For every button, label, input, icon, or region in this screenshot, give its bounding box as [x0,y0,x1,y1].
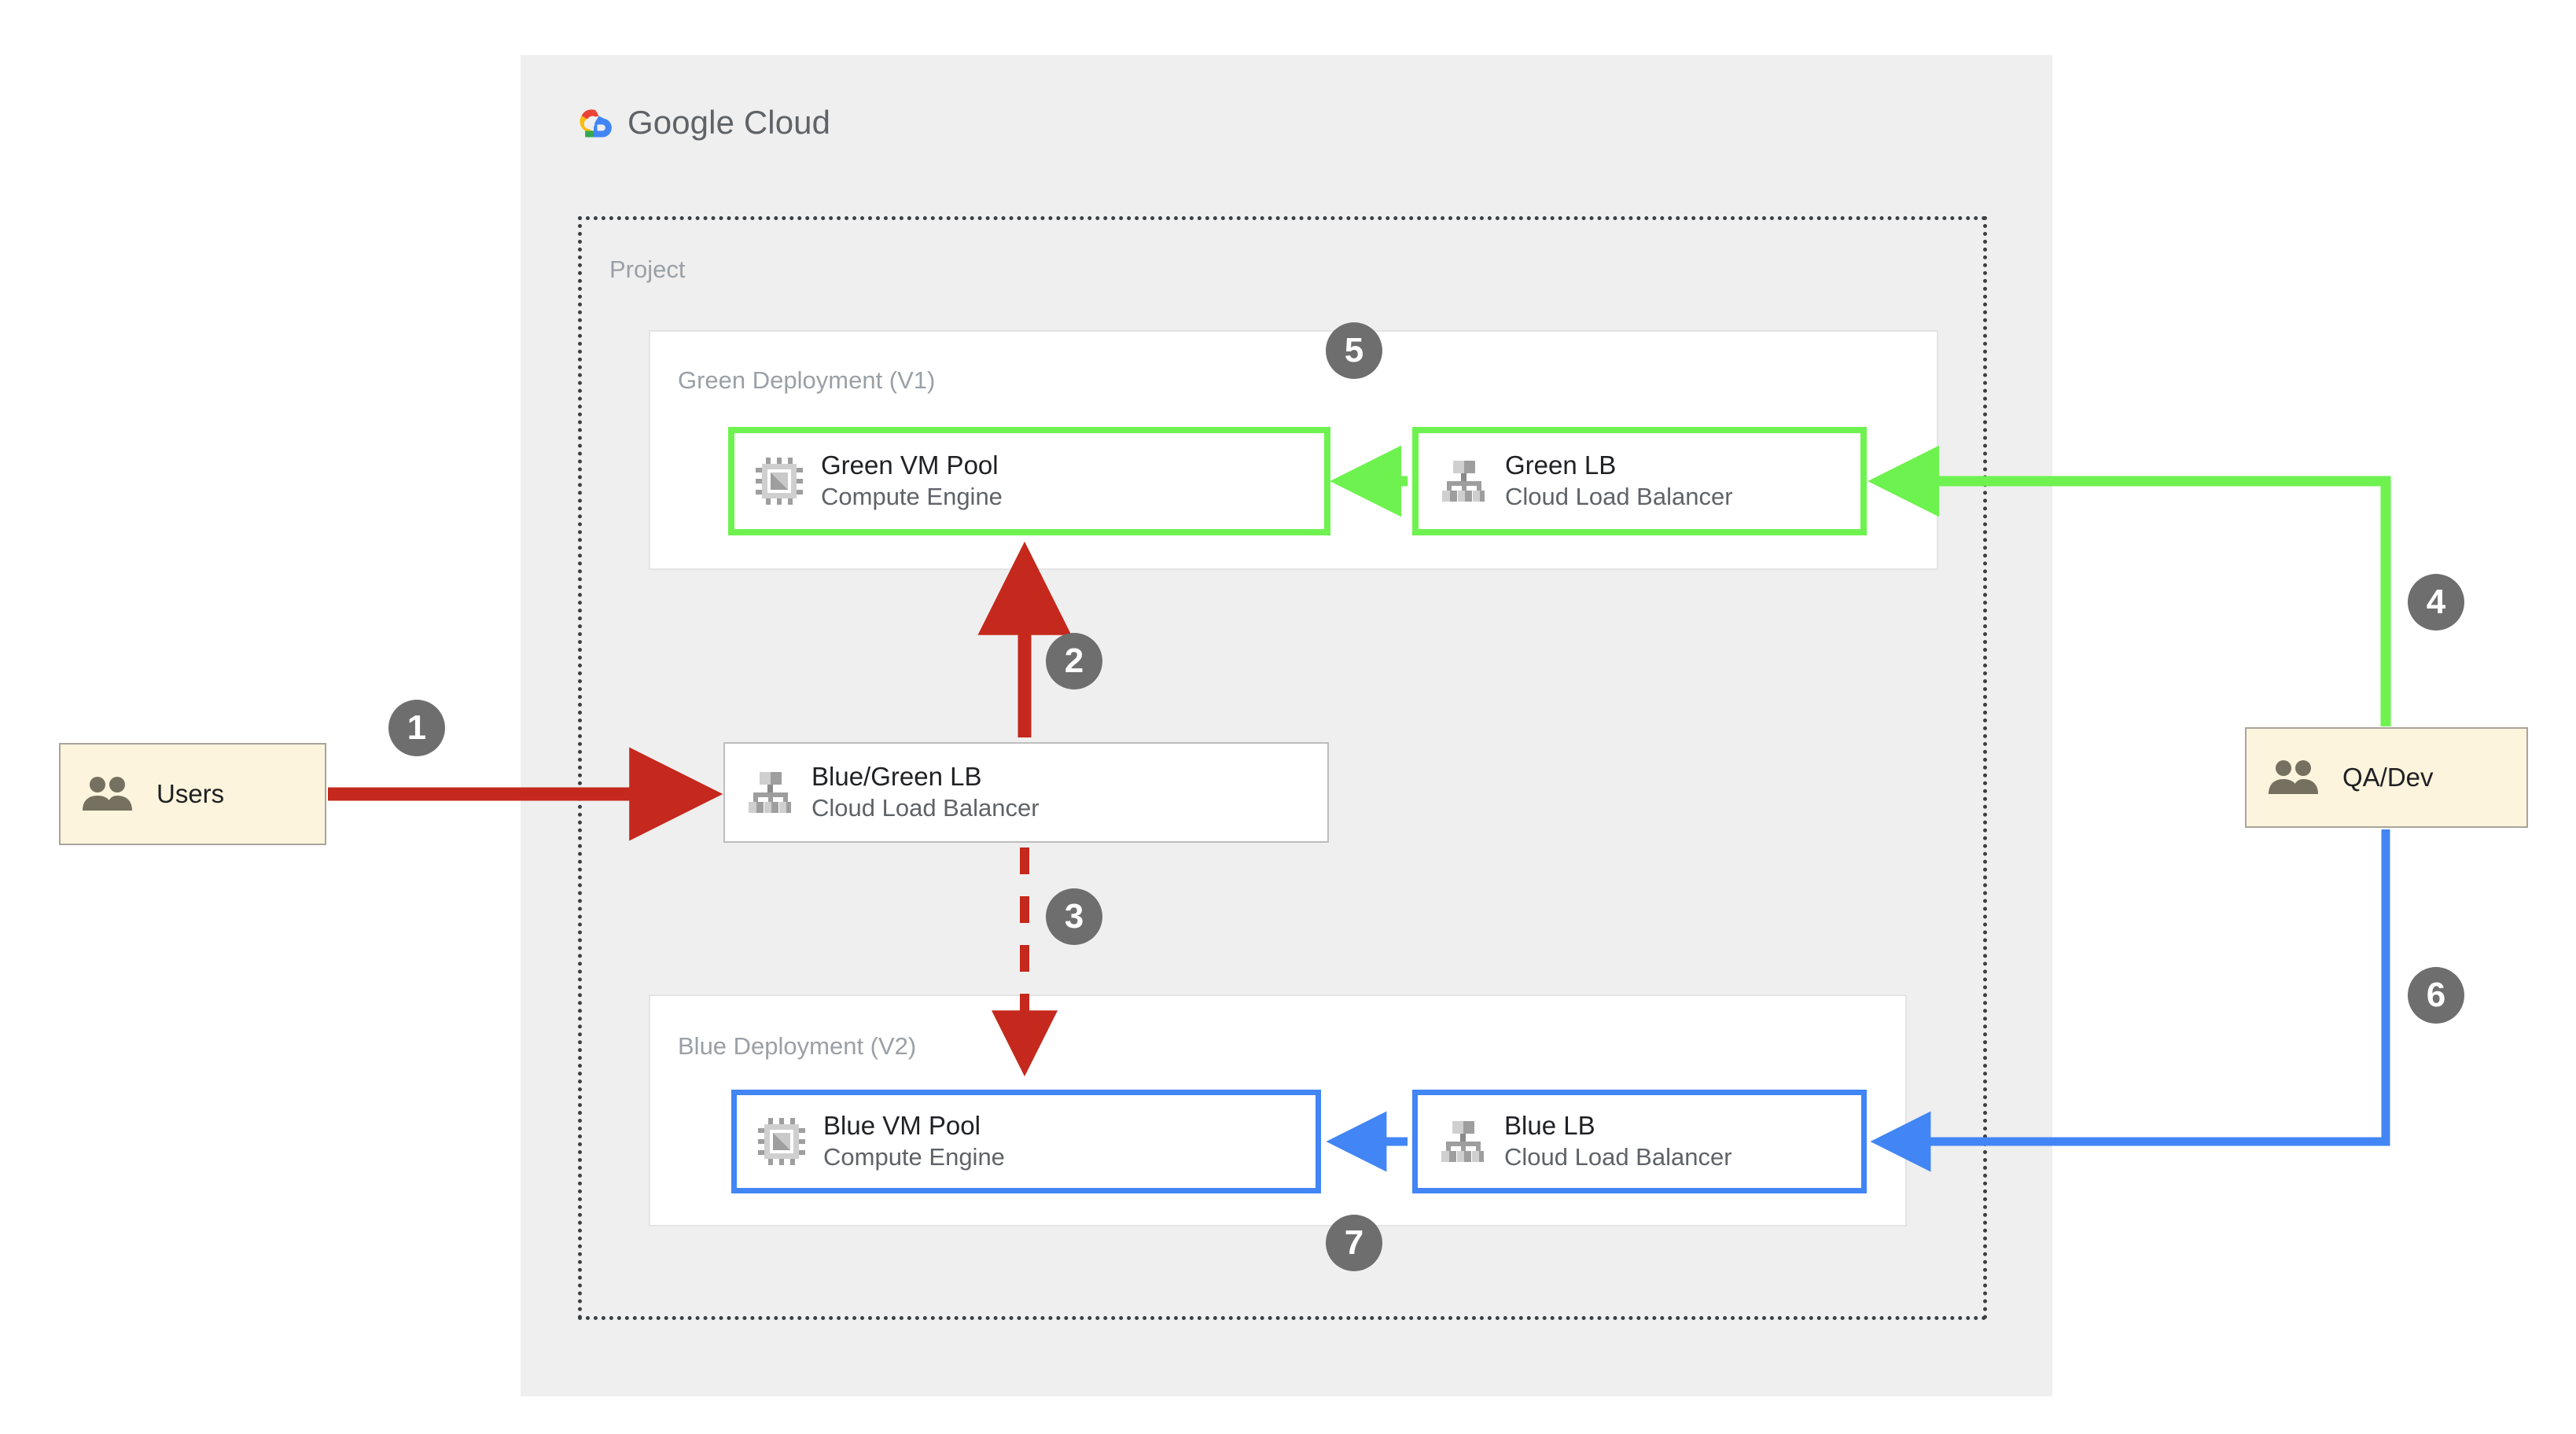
step-badge-7: 7 [1326,1215,1382,1271]
node-title: Blue VM Pool [823,1111,981,1141]
node-green-vm-pool[interactable]: Green VM Pool Compute Engine [728,427,1330,535]
load-balancer-icon [1438,1120,1487,1164]
people-icon [81,775,136,813]
project-boundary [578,216,1987,1320]
node-title: Blue/Green LB [811,762,982,792]
node-title: Green LB [1505,450,1617,480]
node-subtitle: Cloud Load Balancer [1505,483,1733,511]
load-balancer-icon [1439,459,1488,503]
brand-name-bold: Google [627,104,735,141]
brand-name-light: Cloud [743,104,831,141]
green-deployment-title: Green Deployment (V1) [678,366,936,394]
cpu-chip-icon [757,1117,806,1166]
google-cloud-wordmark: Google Cloud [627,104,830,142]
project-label: Project [609,256,686,283]
google-cloud-logo: Google Cloud [572,104,830,142]
node-blue-lb[interactable]: Blue LB Cloud Load Balancer [1412,1090,1867,1193]
node-subtitle: Cloud Load Balancer [811,794,1040,822]
load-balancer-icon [745,770,794,814]
node-blue-vm-pool[interactable]: Blue VM Pool Compute Engine [731,1090,1321,1193]
people-icon [2267,759,2322,796]
node-green-lb[interactable]: Green LB Cloud Load Balancer [1412,427,1867,535]
node-title: Green VM Pool [821,450,999,480]
node-title: Blue LB [1504,1111,1595,1141]
node-subtitle: Compute Engine [821,483,1003,511]
step-badge-4: 4 [2408,574,2464,631]
actor-users[interactable]: Users [59,743,326,845]
node-subtitle: Cloud Load Balancer [1504,1143,1732,1171]
step-badge-2: 2 [1046,633,1102,689]
node-subtitle: Compute Engine [823,1143,1005,1171]
node-bluegreen-lb[interactable]: Blue/Green LB Cloud Load Balancer [723,742,1329,843]
step-badge-6: 6 [2408,967,2464,1024]
step-badge-5: 5 [1326,322,1382,379]
step-badge-3: 3 [1046,888,1102,945]
step-badge-1: 1 [388,700,445,756]
actor-qa-dev[interactable]: QA/Dev [2245,727,2528,828]
cpu-chip-icon [755,457,804,506]
actor-label: Users [156,779,225,808]
actor-label: QA/Dev [2342,763,2434,792]
google-cloud-logo-icon [572,106,615,139]
blue-deployment-title: Blue Deployment (V2) [678,1032,917,1060]
